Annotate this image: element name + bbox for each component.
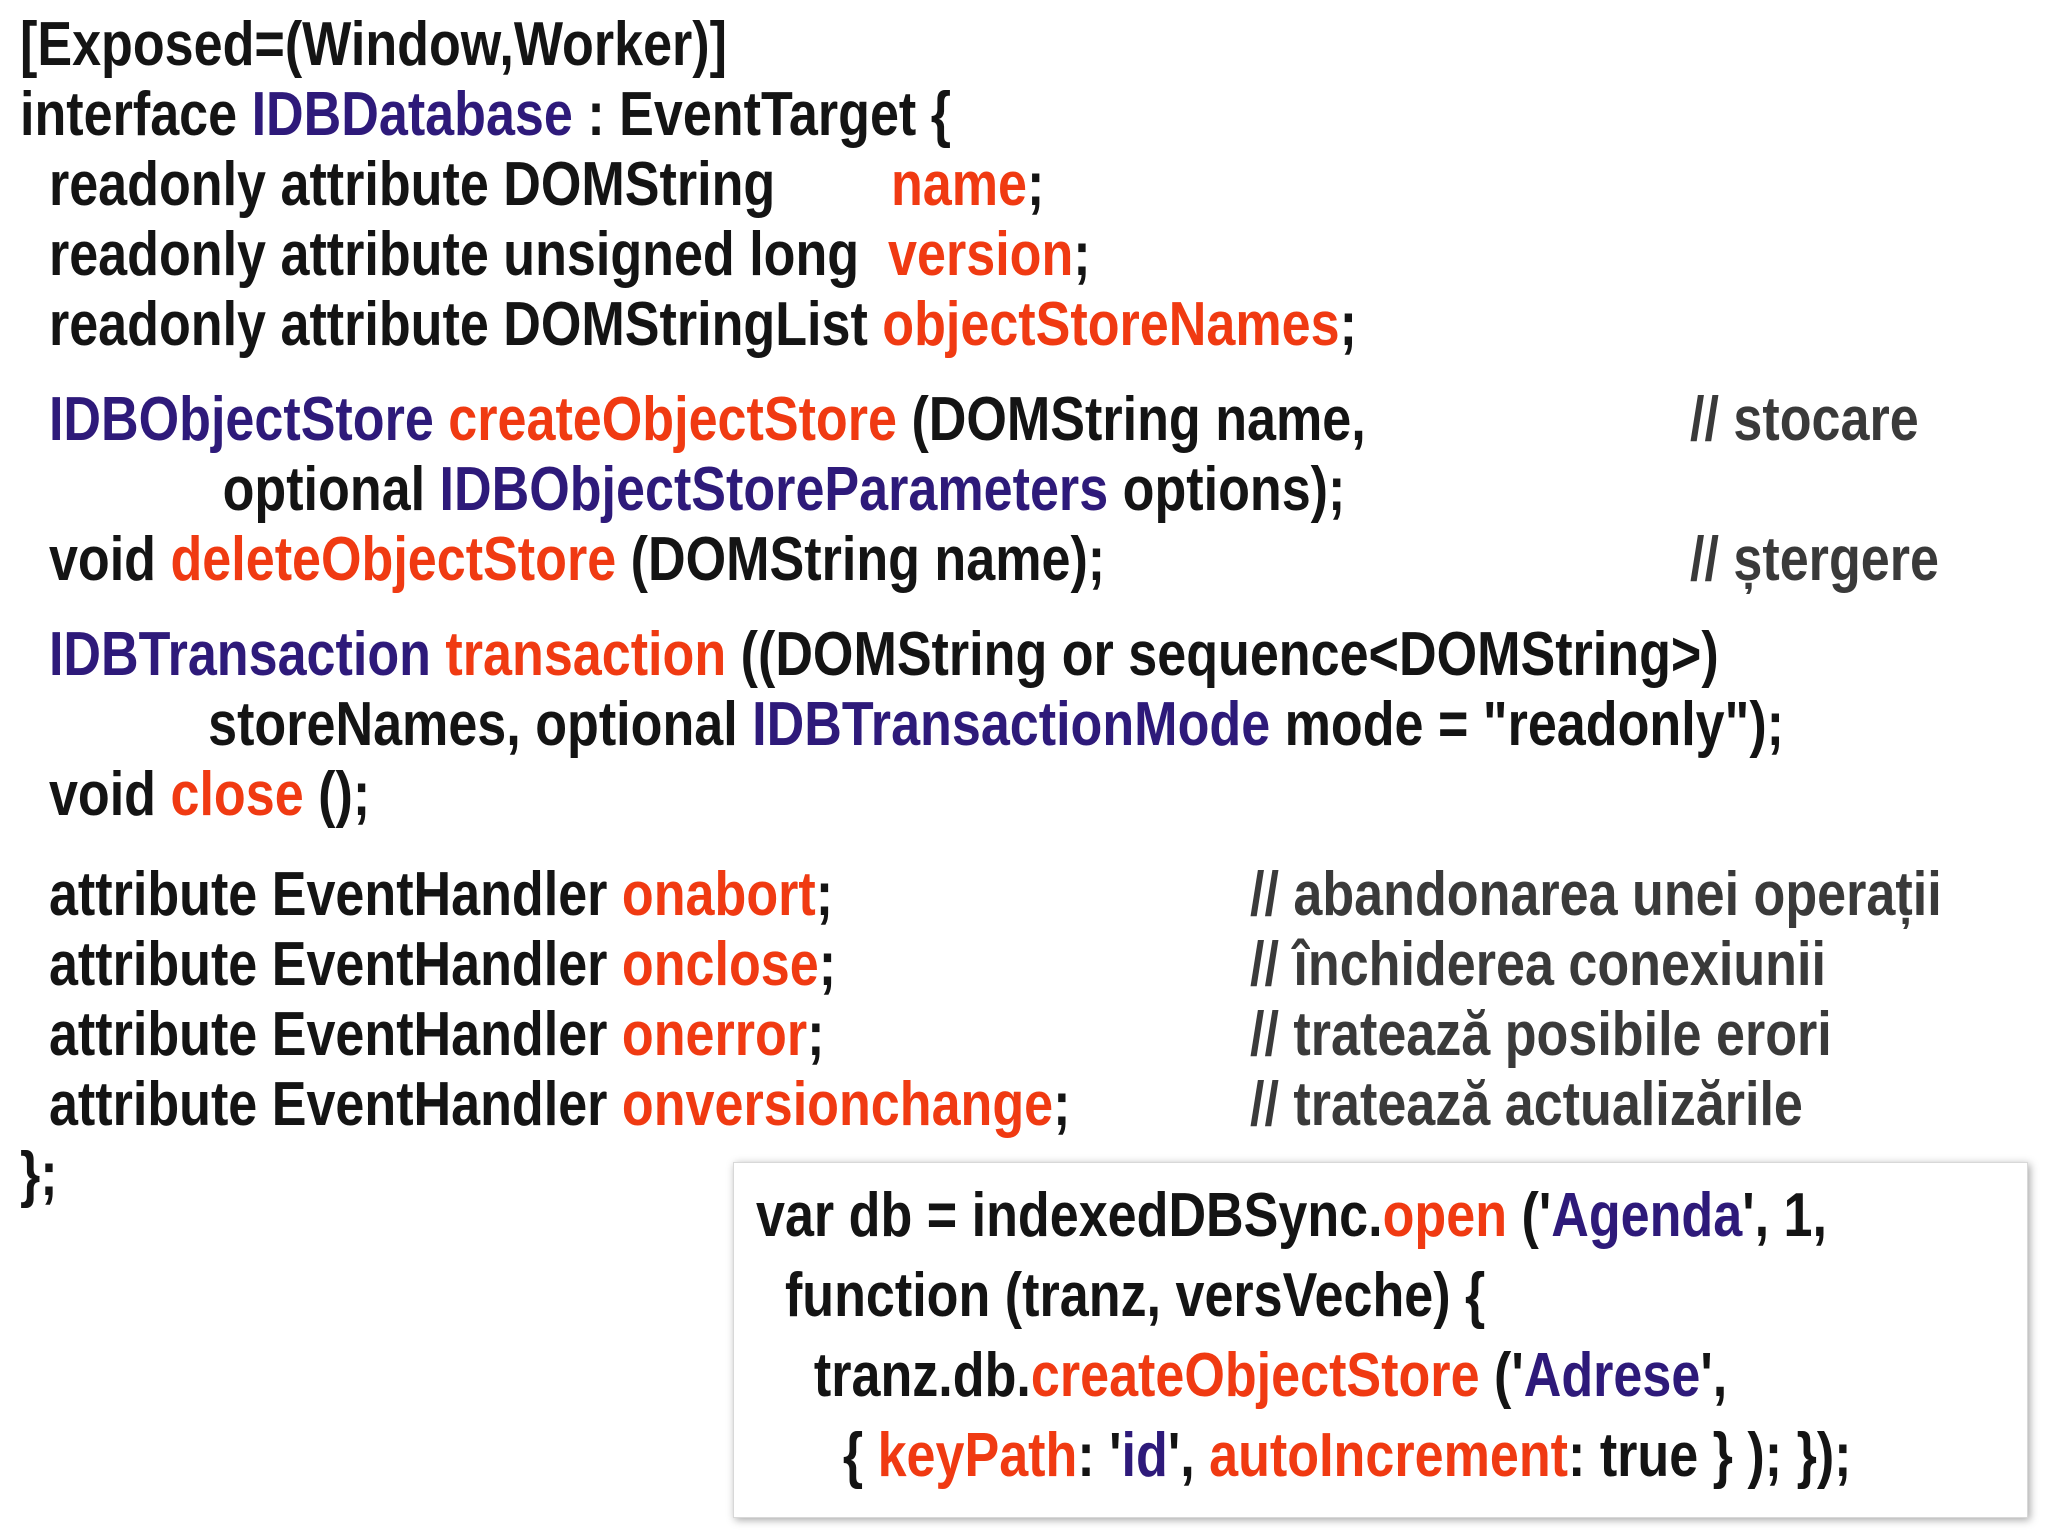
code-token: attribute EventHandler <box>20 1070 622 1139</box>
code-token: onclose <box>621 930 819 999</box>
code-token: attribute EventHandler <box>20 1000 622 1069</box>
code-token: IDBObjectStore <box>48 385 434 454</box>
code-token: ; <box>815 860 834 929</box>
code-token: ; <box>818 930 837 999</box>
code-token: objectStoreNames <box>882 290 1340 359</box>
code-token: name <box>890 150 1028 219</box>
code-token: version <box>888 220 1074 289</box>
code-token: Adrese <box>1523 1341 1701 1410</box>
code-token: IDBObjectStoreParameters <box>439 455 1109 524</box>
code-token: ; <box>807 1000 825 1069</box>
code-line: readonly attribute DOMStringList objectS… <box>20 290 1357 360</box>
code-token: : true } ); }); <box>1568 1421 1852 1490</box>
code-token: IDBTransaction <box>48 620 431 689</box>
code-comment: // stocare <box>1690 385 1919 454</box>
code-token: readonly attribute DOMStringList <box>20 290 883 359</box>
code-token: close <box>170 760 304 829</box>
code-token: Agenda <box>1551 1181 1743 1250</box>
code-token: ; <box>1053 1070 1071 1139</box>
example-code-box: var db = indexedDBSync.open ('Agenda', 1… <box>733 1162 2028 1518</box>
code-token: onabort <box>621 860 816 929</box>
code-token: mode = "readonly"); <box>1270 690 1785 759</box>
code-token: deleteObjectStore <box>170 525 617 594</box>
code-line: interface IDBDatabase : EventTarget { <box>20 80 951 150</box>
code-line: IDBObjectStore createObjectStore (DOMStr… <box>20 385 1366 455</box>
code-token: createObjectStore <box>448 385 897 454</box>
code-token: IDBDatabase <box>251 80 573 149</box>
code-token: IDBTransactionMode <box>752 690 1271 759</box>
example-code-line: tranz.db.createObjectStore ('Adrese', <box>756 1341 1727 1411</box>
code-token: attribute EventHandler <box>20 930 622 999</box>
code-line: attribute EventHandler onerror; <box>20 1000 825 1070</box>
code-token: void <box>20 760 171 829</box>
code-line: attribute EventHandler onversionchange; <box>20 1070 1071 1140</box>
code-token: ((DOMString or sequence<DOMString>) <box>726 620 1719 689</box>
code-token: ', 1, <box>1742 1181 1827 1250</box>
code-token: id <box>1121 1421 1168 1490</box>
code-token: ; <box>1073 220 1091 289</box>
code-token: { <box>756 1421 878 1490</box>
code-token: (DOMString name, <box>896 385 1366 454</box>
example-code-line: function (tranz, versVeche) { <box>756 1261 1485 1331</box>
code-line: void deleteObjectStore (DOMString name); <box>20 525 1105 595</box>
code-token: var db = indexedDBSync. <box>756 1181 1383 1250</box>
code-token: (DOMString name); <box>616 525 1106 594</box>
code-token: interface <box>20 80 252 149</box>
code-token: (' <box>1507 1181 1552 1250</box>
code-token: attribute EventHandler <box>20 860 622 929</box>
code-line: IDBTransaction transaction ((DOMString o… <box>20 620 1719 690</box>
code-token: storeNames, optional <box>20 690 753 759</box>
example-code-line: var db = indexedDBSync.open ('Agenda', 1… <box>756 1181 1827 1251</box>
code-token: options); <box>1108 455 1346 524</box>
code-comment: // abandonarea unei operații <box>1250 860 1942 929</box>
code-token: readonly attribute DOMString <box>20 150 891 219</box>
code-token: readonly attribute unsigned long <box>20 220 889 289</box>
code-token: transaction <box>445 620 727 689</box>
code-comment: // tratează actualizările <box>1250 1070 1803 1139</box>
code-token <box>434 385 448 454</box>
code-line: }; <box>20 1140 58 1210</box>
code-token: function (tranz, versVeche) { <box>756 1261 1486 1330</box>
code-token: ', <box>1700 1341 1728 1410</box>
code-comment: // ștergere <box>1690 525 1939 594</box>
code-token: : EventTarget { <box>572 80 951 149</box>
code-line: readonly attribute DOMString name; <box>20 150 1044 220</box>
code-token: open <box>1382 1181 1508 1250</box>
code-line: readonly attribute unsigned long version… <box>20 220 1091 290</box>
code-token: optional <box>20 455 440 524</box>
code-token: }; <box>20 1140 58 1209</box>
code-token <box>431 620 445 689</box>
code-token: keyPath <box>877 1421 1078 1490</box>
code-token: void <box>20 525 171 594</box>
code-comment: // închiderea conexiunii <box>1250 930 1826 999</box>
code-line: attribute EventHandler onabort; <box>20 860 833 930</box>
code-token: (); <box>303 760 371 829</box>
code-token: ; <box>1027 150 1045 219</box>
code-token: tranz.db. <box>756 1341 1031 1410</box>
code-line: optional IDBObjectStoreParameters option… <box>20 455 1346 525</box>
code-line: void close (); <box>20 760 370 830</box>
code-token: onversionchange <box>621 1070 1054 1139</box>
code-token: [Exposed=(Window,Worker)] <box>20 10 728 79</box>
code-token: ; <box>1339 290 1357 359</box>
example-code-line: { keyPath: 'id', autoIncrement: true } )… <box>756 1421 1852 1491</box>
code-line: [Exposed=(Window,Worker)] <box>20 10 727 80</box>
code-token <box>20 620 49 689</box>
code-token: (' <box>1479 1341 1524 1410</box>
code-comment: // tratează posibile erori <box>1250 1000 1832 1069</box>
code-token: autoIncrement <box>1209 1421 1569 1490</box>
code-line: storeNames, optional IDBTransactionMode … <box>20 690 1784 760</box>
code-token: onerror <box>621 1000 808 1069</box>
code-token: : ' <box>1077 1421 1122 1490</box>
code-line: attribute EventHandler onclose; <box>20 930 836 1000</box>
code-token: createObjectStore <box>1030 1341 1480 1410</box>
code-token: ', <box>1167 1421 1210 1490</box>
code-token <box>20 385 49 454</box>
